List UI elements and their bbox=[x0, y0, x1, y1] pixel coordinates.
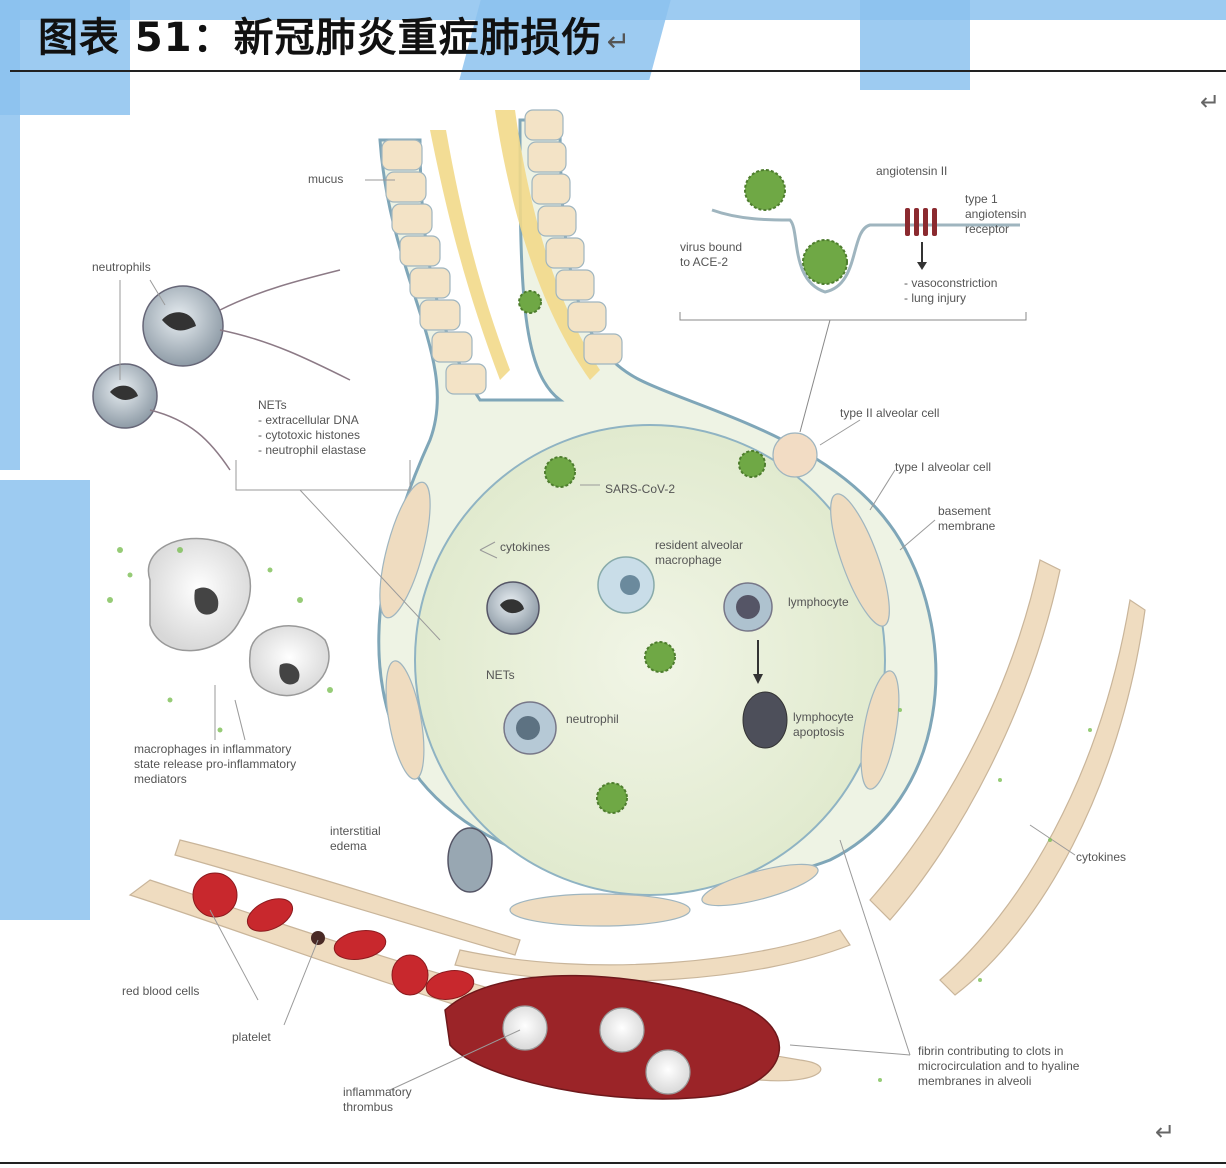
inset-pointer bbox=[799, 319, 831, 433]
page-title: 图表 51：新冠肺炎重症肺损伤↵ bbox=[38, 6, 631, 70]
sars-cov-2-particles bbox=[518, 169, 848, 814]
watermark-shape bbox=[0, 0, 130, 115]
return-mark-right-top: ↵ bbox=[1200, 88, 1221, 116]
label-mucus: mucus bbox=[308, 172, 344, 186]
label-lymphocyte: lymphocyte bbox=[788, 595, 849, 609]
watermark-shape bbox=[0, 480, 90, 920]
label-cytokines-right: cytokines bbox=[1076, 850, 1127, 864]
label-nets-center: NETs bbox=[486, 668, 515, 682]
title-text: 图表 51：新冠肺炎重症肺损伤 bbox=[38, 15, 603, 61]
label-type1: type I alveolar cell bbox=[895, 460, 992, 474]
type-i-alveolar-cells bbox=[379, 481, 900, 927]
illustration-svg bbox=[92, 109, 1146, 1100]
label-basement: basement membrane bbox=[938, 504, 996, 533]
label-apoptosis: lymphocyte apoptosis bbox=[793, 710, 854, 739]
label-fibrin: fibrin contributing to clots in microcir… bbox=[918, 1044, 1080, 1088]
label-neutrophil: neutrophil bbox=[566, 712, 619, 726]
thrombus-leukocytes bbox=[502, 1005, 691, 1095]
label-angiotensin: angiotensin II bbox=[876, 164, 948, 178]
label-type2: type II alveolar cell bbox=[840, 406, 940, 420]
cytokine-dots bbox=[107, 547, 1092, 1082]
leader-lines bbox=[119, 179, 1076, 1091]
label-platelet: platelet bbox=[232, 1030, 271, 1044]
mucus-layer-right bbox=[495, 110, 600, 380]
label-thrombus: inflammatory thrombus bbox=[343, 1085, 412, 1114]
top-rule bbox=[10, 70, 1226, 72]
label-resident-macrophage: resident alveolar macrophage bbox=[655, 538, 744, 567]
label-macrophages: macrophages in inflammatory state releas… bbox=[134, 742, 297, 786]
bronchiole-cells-right bbox=[524, 109, 623, 365]
watermark-shape bbox=[860, 0, 970, 90]
platelet bbox=[311, 931, 325, 945]
label-edema: interstitial edema bbox=[330, 824, 381, 853]
return-mark-right-bottom: ↵ bbox=[1155, 1118, 1176, 1146]
label-effects: - vasoconstriction - lung injury bbox=[904, 276, 998, 305]
label-nets-list: NETs - extracellular DNA - cytotoxic his… bbox=[258, 398, 367, 457]
neutrophil-cells-topleft bbox=[92, 269, 351, 471]
return-mark: ↵ bbox=[606, 25, 632, 58]
label-cytokines-center: cytokines bbox=[500, 540, 551, 554]
inset-bracket bbox=[679, 312, 1027, 321]
lung-injury-illustration: mucus neutrophils NETs - extracellular D… bbox=[0, 80, 1226, 1155]
bottom-rule bbox=[0, 1162, 1226, 1164]
label-red-blood-cells: red blood cells bbox=[122, 984, 200, 998]
ace2-inset-membrane bbox=[711, 208, 1020, 294]
bronchiole-cells-left bbox=[381, 139, 487, 395]
type1-receptor bbox=[905, 208, 937, 236]
receptor-arrowhead bbox=[917, 262, 927, 270]
label-sars: SARS-CoV-2 bbox=[605, 482, 676, 496]
watermark-shape bbox=[0, 0, 20, 470]
mucus-layer bbox=[430, 130, 510, 380]
label-neutrophils: neutrophils bbox=[92, 260, 151, 274]
label-receptor: type 1 angiotensin receptor bbox=[965, 192, 1027, 236]
label-virus-bound: virus bound to ACE-2 bbox=[680, 240, 743, 269]
type-ii-alveolar-cell bbox=[772, 432, 818, 478]
red-blood-cells bbox=[192, 872, 475, 1000]
inflammatory-macrophages bbox=[147, 537, 330, 697]
alveolar-immune-cells bbox=[447, 556, 788, 893]
